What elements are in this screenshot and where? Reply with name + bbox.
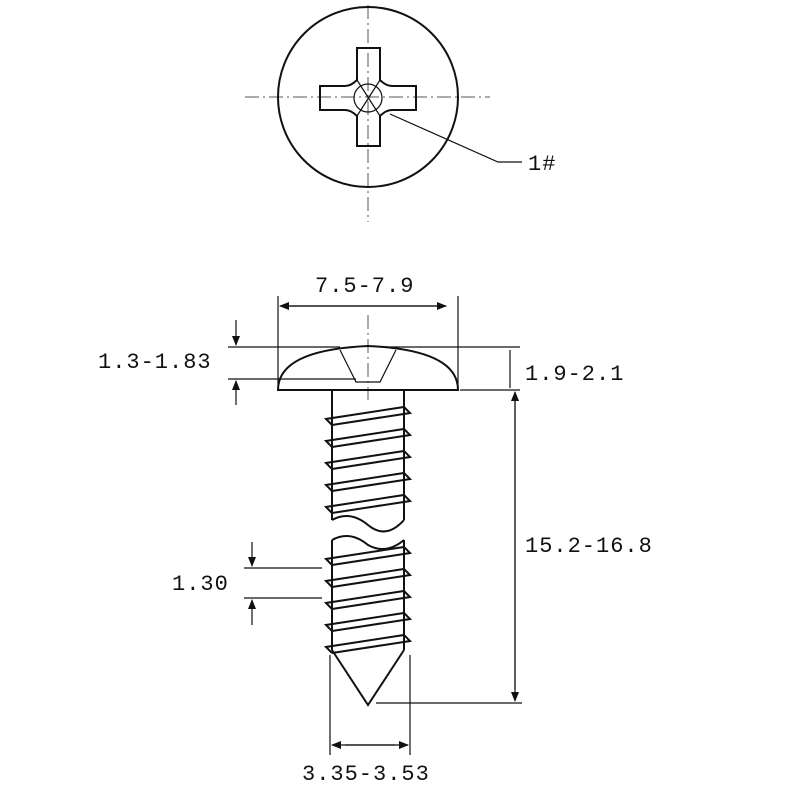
thread-crest	[323, 427, 413, 448]
dim-recess-depth: 1.3-1.83	[98, 320, 356, 405]
dim-head-height-label: 1.9-2.1	[525, 362, 624, 387]
callout-label: 1#	[528, 152, 556, 177]
recess-edge	[356, 79, 381, 117]
shank-outline	[331, 390, 405, 650]
top-view: 1#	[245, 5, 556, 222]
recess-center	[353, 83, 383, 113]
side-view	[276, 315, 460, 707]
dim-thread-pitch: 1.30	[172, 542, 322, 625]
dim-thread-diameter: 3.35-3.53	[302, 655, 430, 787]
dim-head-height: 1.9-2.1	[380, 346, 624, 391]
dim-head-diameter: 7.5-7.9	[277, 274, 459, 385]
thread-crest	[323, 471, 413, 492]
thread-crest	[323, 611, 413, 632]
callout-leader	[389, 113, 522, 163]
head-outline	[277, 6, 459, 188]
dim-length: 15.2-16.8	[376, 391, 653, 704]
thread-crest	[323, 493, 413, 514]
dim-length-label: 15.2-16.8	[525, 534, 653, 559]
screw-head	[276, 344, 460, 391]
dim-thread-diameter-label: 3.35-3.53	[302, 762, 430, 787]
screw-tip	[331, 649, 405, 707]
recess-section	[339, 349, 397, 383]
thread-crest	[323, 405, 413, 426]
dim-recess-depth-label: 1.3-1.83	[98, 350, 212, 375]
thread-crest	[323, 449, 413, 470]
threads	[323, 405, 413, 654]
phillips-recess	[319, 47, 417, 147]
break-line-top	[331, 515, 405, 533]
thread-crest	[323, 545, 413, 566]
dim-head-diameter-label: 7.5-7.9	[315, 274, 414, 299]
break-line-bottom	[331, 535, 405, 550]
thread-crest	[323, 633, 413, 654]
thread-crest	[323, 589, 413, 610]
dim-thread-pitch-label: 1.30	[172, 572, 229, 597]
thread-crest	[323, 567, 413, 588]
